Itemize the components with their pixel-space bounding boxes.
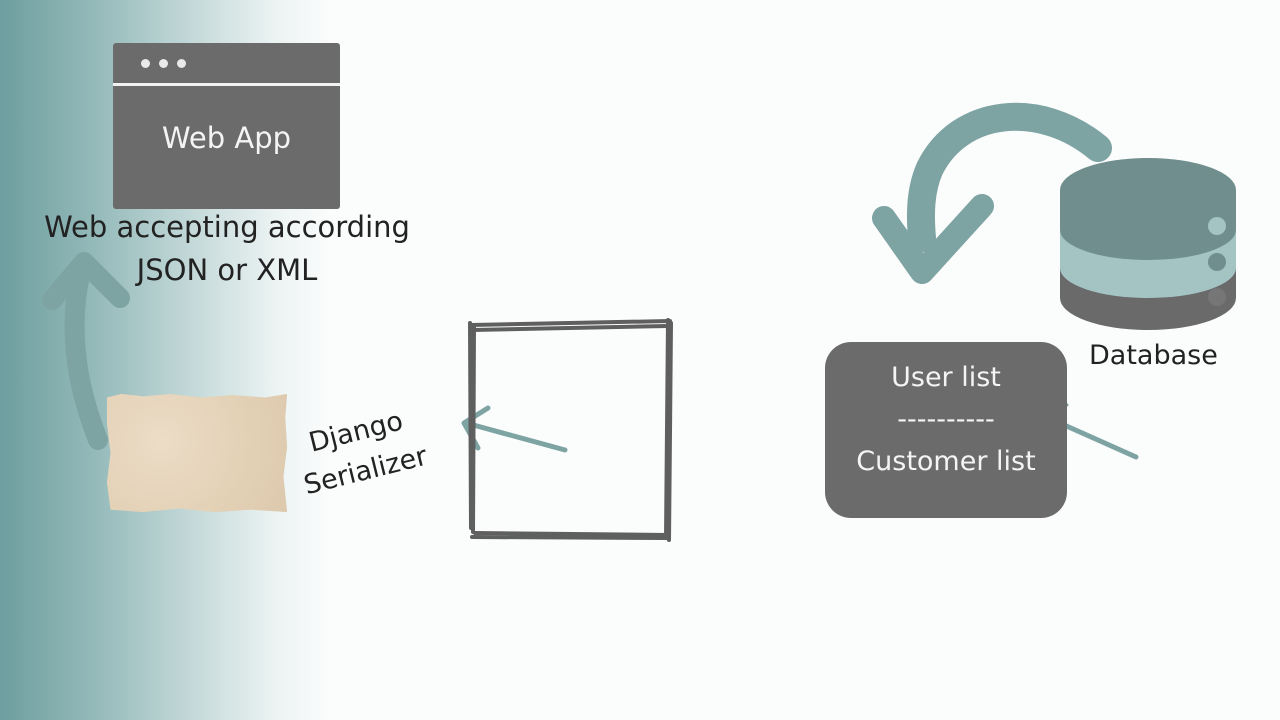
- sketch-frame: [468, 318, 673, 542]
- window-dot-icon: [159, 59, 168, 68]
- arrow-up-to-webapp-icon: [42, 252, 130, 450]
- separator-label: ----------: [897, 404, 995, 435]
- arrow-into-frame-icon: [461, 405, 568, 453]
- database-icon: [1060, 158, 1236, 330]
- window-dot-icon: [141, 59, 150, 68]
- serialized-paper: [107, 394, 287, 512]
- web-app-window: Web App: [113, 43, 340, 209]
- user-list-label: User list: [891, 362, 1001, 393]
- web-app-caption-line2: JSON or XML: [136, 253, 318, 287]
- database-label: Database: [1089, 340, 1218, 371]
- query-result-box: User list ---------- Customer list: [825, 342, 1067, 518]
- web-app-label: Web App: [161, 121, 292, 155]
- window-dot-icon: [177, 59, 186, 68]
- web-app-caption-line1: Web accepting according: [44, 210, 410, 244]
- customer-list-label: Customer list: [856, 446, 1036, 477]
- arrow-from-database-icon: [872, 102, 1112, 284]
- window-titlebar: [113, 43, 340, 86]
